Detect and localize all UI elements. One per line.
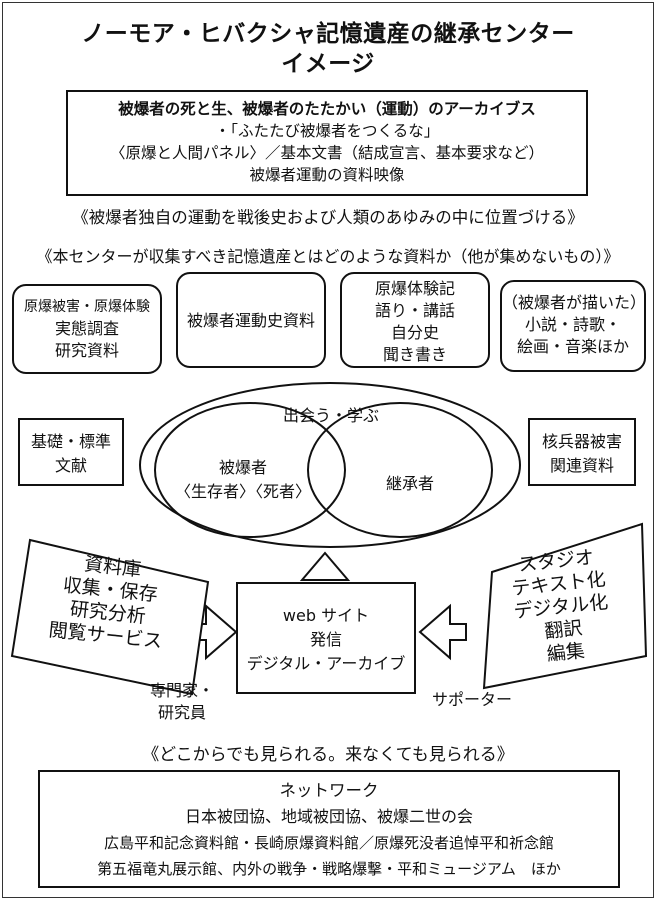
material-line: （被爆者が描いた） — [502, 293, 647, 312]
venn-right-label: 継承者 — [385, 474, 434, 493]
position-caption: 《被爆者独自の運動を戦後史および人類のあゆみの中に位置づける》 — [72, 208, 584, 227]
right-panel-shape — [482, 522, 648, 690]
experts-label: 専門家・ 研究員 — [130, 680, 234, 724]
experts-line: 専門家・ — [149, 681, 214, 700]
venn-outer-label: 出会う・学ぶ — [282, 406, 379, 425]
left-panel-text: 資料庫 収集・保存 研究分析 閲覧サービス — [30, 548, 189, 655]
material-line: 絵画・音楽ほか — [516, 337, 629, 356]
side-line: 関連資料 — [549, 456, 614, 475]
outer-ellipse — [139, 382, 521, 548]
material-box-testimony: 原爆体験記 語り・講話 自分史 聞き書き — [340, 272, 490, 368]
venn-left-label: 被爆者 〈生存者〉〈死者〉 — [168, 456, 318, 504]
material-box-movement-history: 被爆者運動史資料 — [176, 272, 326, 368]
archive-heading: 被爆者の死と生、被爆者のたたかい（運動）のアーカイブス — [118, 100, 536, 118]
venn-left-line: 被爆者 — [218, 458, 267, 477]
material-line: 被爆者運動史資料 — [186, 311, 315, 330]
side-box-nuclear-damage: 核兵器被害 関連資料 — [528, 418, 636, 486]
network-heading: ネットワーク — [279, 781, 379, 800]
material-line: 原爆被害・原爆体験 — [24, 299, 150, 315]
material-line: 語り・講話 — [374, 301, 455, 320]
venn-left-line: 〈生存者〉〈死者〉 — [174, 482, 311, 501]
left-panel-shape — [10, 538, 210, 696]
side-line: 基礎・標準 — [30, 432, 111, 451]
collect-caption: 《本センターが収集すべき記憶遺産とはどのような資料か（他が集めないもの）》 — [36, 247, 620, 266]
triangle-pointer — [299, 551, 351, 581]
side-line: 核兵器被害 — [541, 432, 622, 451]
web-line: 発信 — [309, 630, 342, 649]
archive-item: 被爆者運動の資料映像 — [249, 166, 405, 184]
material-line: 原爆体験記 — [374, 279, 455, 298]
material-line: 自分史 — [390, 323, 439, 342]
supporter-label: サポーター — [432, 690, 513, 709]
venn-left-circle — [154, 402, 346, 538]
network-line: 日本被団協、地域被団協、被爆二世の会 — [184, 807, 473, 826]
archive-item: ・「ふたたび被爆者をつくるな」 — [214, 122, 440, 140]
experts-line: 研究員 — [157, 703, 206, 722]
material-line: 研究資料 — [54, 341, 119, 360]
archive-item: 〈原爆と人間パネル〉／基本文書（結成宣言、基本要求など） — [109, 144, 544, 162]
archive-box: 被爆者の死と生、被爆者のたたかい（運動）のアーカイブス ・「ふたたび被爆者をつく… — [66, 90, 588, 196]
venn-right-circle — [307, 402, 493, 538]
network-box: ネットワーク 日本被団協、地域被団協、被爆二世の会 広島平和記念資料館・長崎原爆… — [38, 770, 620, 888]
material-box-research: 原爆被害・原爆体験 実態調査 研究資料 — [12, 284, 162, 374]
page-title: ノーモア・ヒバクシャ記憶遺産の継承センター — [81, 21, 575, 47]
side-line: 文献 — [54, 456, 87, 475]
network-line: 第五福竜丸展示館、内外の戦争・戦略爆撃・平和ミュージアム ほか — [97, 860, 561, 878]
network-line: 広島平和記念資料館・長崎原爆資料館／原爆死没者追悼平和祈念館 — [103, 834, 554, 852]
page-subtitle: イメージ — [281, 51, 375, 77]
material-line: 実態調査 — [54, 319, 119, 338]
web-site-box: web サイト 発信 デジタル・アーカイブ — [236, 582, 416, 694]
side-box-basic-literature: 基礎・標準 文献 — [18, 418, 124, 486]
right-panel-text: スタジオ テキスト化 デジタル化 翻訳 編集 — [490, 544, 631, 672]
right-arrow-icon — [418, 603, 467, 661]
material-line: 聞き書き — [382, 345, 447, 364]
visible-caption: 《どこからでも見られる。来なくても見られる》 — [142, 745, 514, 765]
web-line: デジタル・アーカイブ — [246, 654, 406, 673]
material-box-arts: （被爆者が描いた） 小説・詩歌・ 絵画・音楽ほか — [500, 280, 646, 372]
web-line: web サイト — [282, 606, 370, 625]
material-line: 小説・詩歌・ — [524, 315, 621, 334]
